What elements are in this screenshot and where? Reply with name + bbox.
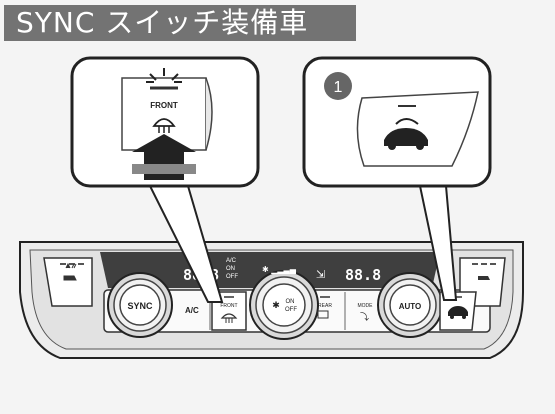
airflow-mode-icon: ⇲ (316, 268, 325, 281)
rear-defrost-icon (317, 310, 329, 319)
mode-button[interactable]: MODE ⤵ (358, 303, 374, 323)
badge-circle (324, 72, 352, 100)
seat-heater-icon (63, 262, 77, 281)
right-callout: 1 (302, 56, 492, 301)
auto-label: AUTO (399, 302, 422, 311)
recirculation-icon (384, 118, 428, 150)
left-seat-heater-button[interactable] (43, 257, 93, 307)
fan-icon: ✱ (272, 301, 280, 311)
front-label: FRONT (150, 101, 178, 110)
front-defrost-icon (152, 118, 176, 127)
rear-defrost-button[interactable]: REAR (317, 296, 332, 319)
right-temp-display: 88.8 (345, 266, 381, 284)
recirculation-button[interactable] (439, 291, 477, 331)
sync-label: SYNC (127, 301, 153, 311)
on-label: ON (286, 299, 295, 305)
recirculation-icon (448, 306, 468, 316)
page-title: SYNC スイッチ装備車 (16, 6, 309, 39)
svg-text:ON: ON (226, 266, 235, 272)
seat-heater-icon (478, 276, 490, 280)
ac-on-off-indicator: A/C ON OFF (226, 258, 238, 280)
fan-speed-icon: ✱ ▁▂▃▄ (262, 265, 297, 274)
left-callout: FRONT (70, 56, 260, 303)
indicator-light-icon (146, 68, 182, 83)
ac-button[interactable]: A/C (185, 306, 199, 315)
svg-text:FRONT: FRONT (220, 303, 237, 309)
svg-text:OFF: OFF (226, 274, 238, 280)
fan-knob[interactable]: ON OFF ✱ (249, 270, 319, 340)
left-temp-knob[interactable]: SYNC (107, 272, 173, 338)
svg-text:REAR: REAR (318, 303, 332, 309)
svg-text:MODE: MODE (358, 303, 374, 309)
svg-text:A/C: A/C (226, 258, 237, 264)
right-temp-knob[interactable]: AUTO (377, 272, 443, 338)
badge-number: 1 (334, 79, 343, 96)
off-label: OFF (285, 307, 297, 313)
mode-icon: ⤵ (360, 312, 369, 323)
title-bar: SYNC スイッチ装備車 (4, 5, 356, 41)
front-defrost-icon (220, 313, 238, 319)
